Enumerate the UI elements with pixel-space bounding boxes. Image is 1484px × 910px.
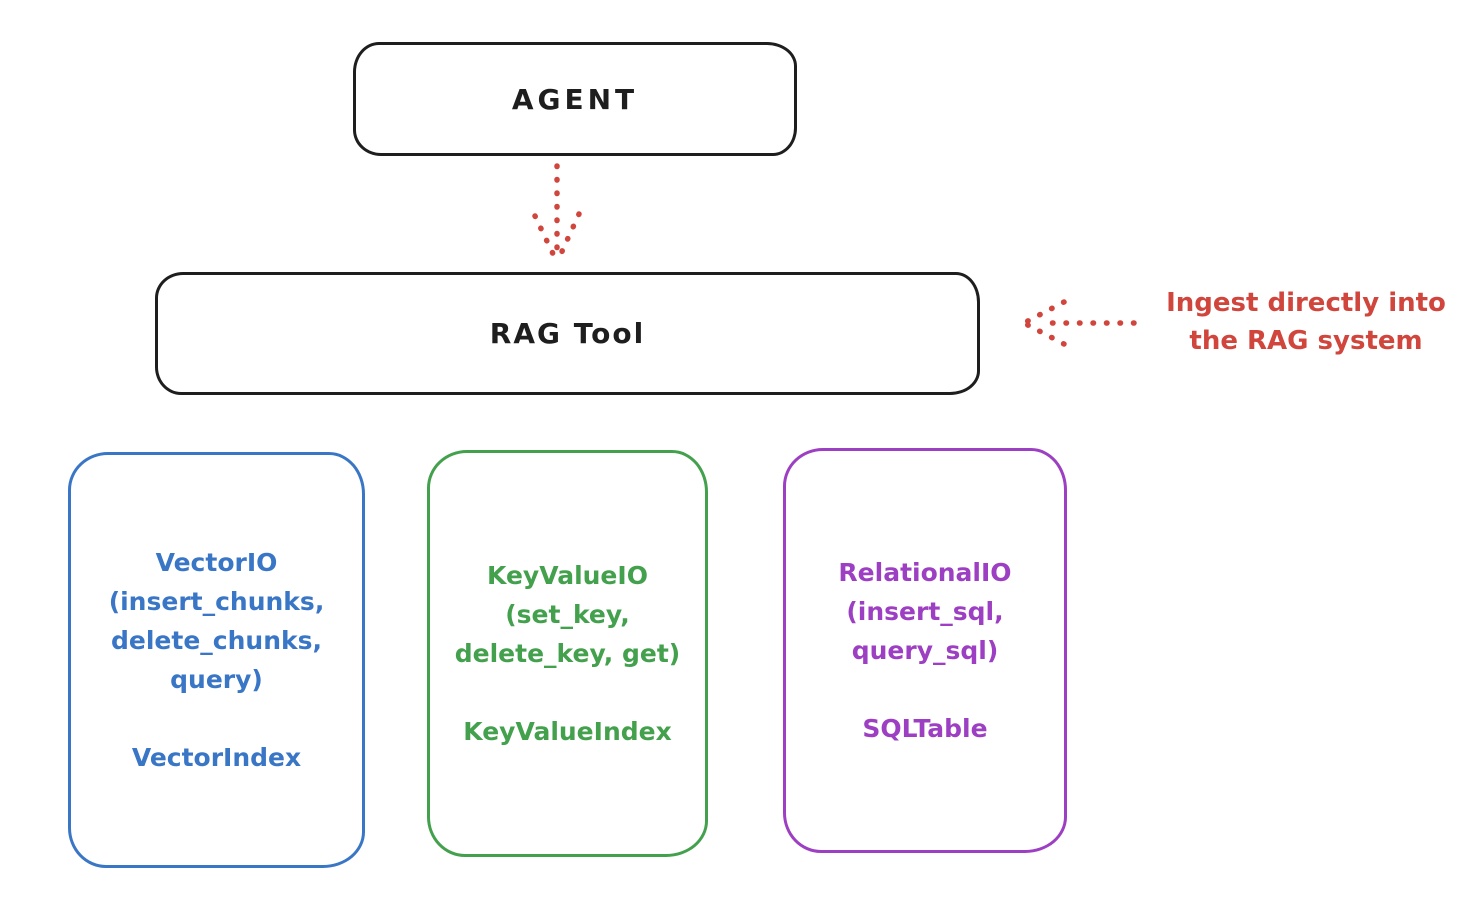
- relational-io-title: RelationalIO: [838, 558, 1012, 587]
- agent-label: AGENT: [511, 82, 639, 116]
- keyvalue-io-method: (set_key,: [505, 600, 630, 629]
- relational-io-method: query_sql): [851, 636, 999, 665]
- vector-io-box: VectorIO (insert_chunks, delete_chunks, …: [68, 452, 365, 868]
- vector-io-method: query): [170, 665, 263, 694]
- ingest-annotation: Ingest directly into the RAG system: [1138, 284, 1474, 360]
- rag-tool-box: RAG Tool: [155, 272, 980, 395]
- ingest-arrow: [1021, 299, 1137, 347]
- vector-io-method: delete_chunks,: [111, 626, 322, 655]
- keyvalue-io-method: delete_key, get): [454, 639, 681, 668]
- relational-io-box: RelationalIO (insert_sql, query_sql) SQL…: [783, 448, 1067, 853]
- ingest-annotation-line2: the RAG system: [1189, 326, 1423, 356]
- vector-index-label: VectorIndex: [131, 743, 302, 772]
- sql-table-label: SQLTable: [862, 714, 988, 743]
- vector-io-title: VectorIO: [155, 548, 278, 577]
- rag-tool-label: RAG Tool: [489, 317, 646, 350]
- agent-to-rag-arrow: [532, 163, 582, 261]
- keyvalue-io-box: KeyValueIO (set_key, delete_key, get) Ke…: [427, 450, 708, 857]
- keyvalue-io-title: KeyValueIO: [487, 561, 648, 590]
- ingest-annotation-line1: Ingest directly into: [1166, 288, 1446, 318]
- relational-io-method: (insert_sql,: [846, 597, 1004, 626]
- keyvalue-index-label: KeyValueIndex: [463, 717, 672, 746]
- vector-io-method: (insert_chunks,: [108, 587, 325, 616]
- agent-box: AGENT: [353, 42, 797, 156]
